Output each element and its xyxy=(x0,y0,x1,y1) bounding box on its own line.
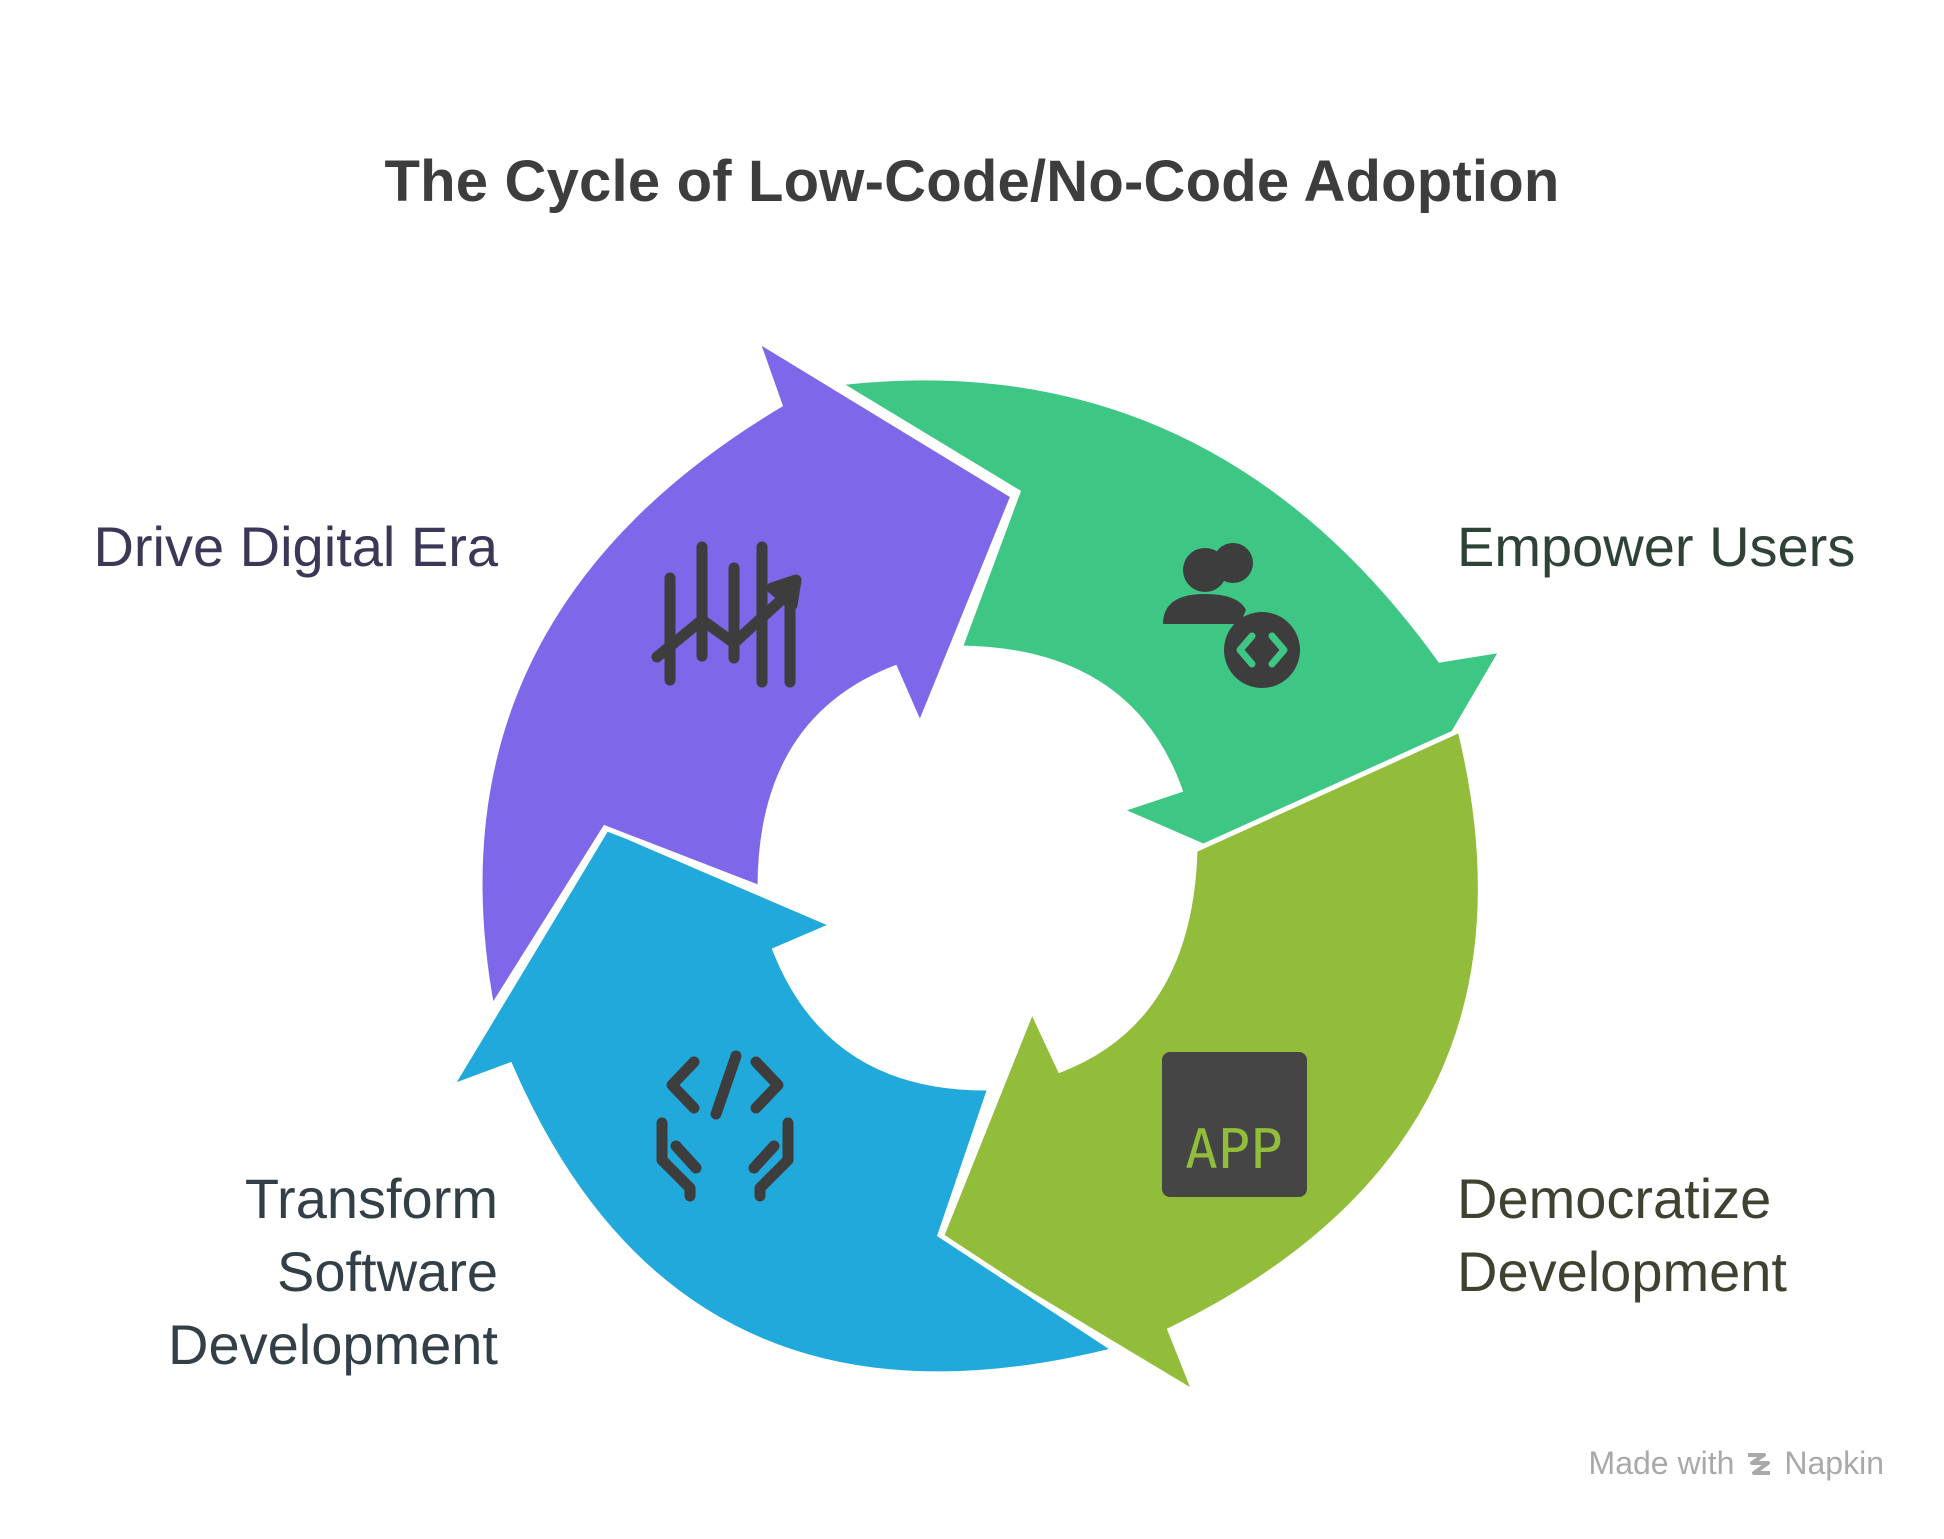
cycle-arrow-transform xyxy=(445,824,1122,1377)
watermark-prefix: Made with xyxy=(1588,1445,1735,1481)
step-label-line: Empower Users xyxy=(1457,515,1856,578)
napkin-watermark: Made with Napkin xyxy=(1589,1445,1884,1482)
cycle-arrow-empower-users xyxy=(830,375,1507,914)
step-label-line: Development xyxy=(168,1313,498,1376)
users-code-icon xyxy=(1163,543,1300,688)
step-label-drive-digital-era: Drive Digital Era xyxy=(93,510,498,583)
diagram-title: The Cycle of Low-Code/No-Code Adoption xyxy=(384,149,1560,214)
step-label-line: Software xyxy=(277,1240,498,1303)
step-label-line: Development xyxy=(1457,1240,1787,1303)
watermark-brand: Napkin xyxy=(1784,1445,1884,1481)
step-label-line: Transform xyxy=(244,1167,498,1230)
code-hands-icon xyxy=(656,1050,794,1202)
napkin-logo-icon xyxy=(1748,1452,1771,1475)
app-icon-label: APP xyxy=(1185,1118,1283,1181)
step-label-line: Drive Digital Era xyxy=(93,515,498,578)
chart-trend-up-icon xyxy=(651,541,802,688)
cycle-arrow-drive xyxy=(477,334,1017,1015)
step-label-empower-users: Empower Users xyxy=(1457,510,1855,583)
app-icon: APP xyxy=(1162,1052,1307,1197)
step-label-democratize-development: Democratize Development xyxy=(1457,1162,1787,1308)
step-label-transform-software-development: Transform Software Development xyxy=(168,1162,498,1381)
step-label-line: Democratize xyxy=(1457,1167,1772,1230)
